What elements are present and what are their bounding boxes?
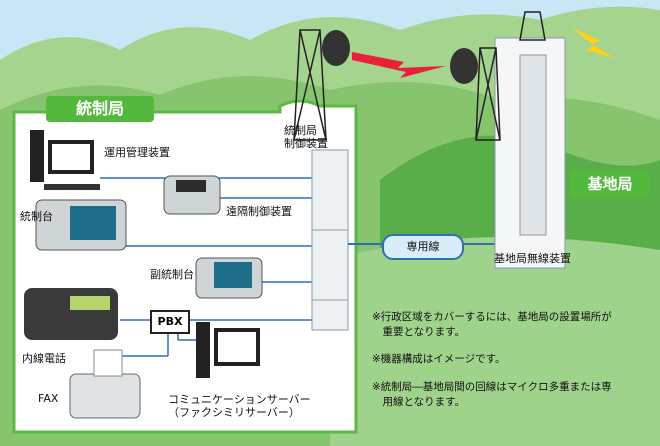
extension-phone-label: 内線電話 (22, 352, 66, 365)
console-icon (35, 199, 127, 251)
note-3-line-1: ※統制局―基地局間の回線はマイクロ多重または専 (372, 381, 612, 393)
front-hill (330, 237, 660, 446)
comm-server-label-2: （ファクシミリサーバー） (168, 406, 300, 419)
note-2: ※機器構成はイメージです。 (372, 352, 506, 367)
hq-title: 統制局 (46, 96, 154, 122)
base-station-title: 基地局 (570, 170, 650, 198)
fax-icon (69, 349, 141, 419)
control-unit-label-2: 制御装置 (284, 137, 328, 150)
antenna-tower-icon (475, 11, 546, 141)
note-1-line-2: 重要となります。 (372, 326, 466, 338)
hq-control-rack (311, 149, 349, 331)
desktop-pc-icon (196, 322, 260, 378)
note-3: ※統制局―基地局間の回線はマイクロ多重または専 用線となります。 (372, 380, 612, 410)
sub-console-label: 副統制台 (150, 268, 194, 281)
phone-icon (24, 288, 118, 340)
console-label: 統制台 (20, 210, 53, 223)
note-2-line-1: ※機器構成はイメージです。 (372, 353, 506, 365)
sub-console-icon (195, 257, 263, 299)
lightning-icon (352, 52, 446, 78)
antenna-tower-icon (293, 29, 327, 141)
remote-control-label: 遠隔制御装置 (226, 205, 292, 218)
comm-server-label-1: コミュニケーションサーバー (168, 393, 311, 406)
note-3-line-2: 用線となります。 (372, 396, 466, 408)
radio-unit-label: 基地局無線装置 (494, 252, 571, 265)
pbx-box: PBX (150, 310, 190, 334)
control-unit-label-1: 統制局 (284, 124, 317, 137)
leased-line-badge: 専用線 (382, 234, 464, 260)
note-1-line-1: ※行政区域をカバーするには、基地局の設置場所が (372, 311, 612, 323)
desktop-pc-icon (30, 130, 100, 190)
operation-manager-label: 運用管理装置 (104, 146, 170, 159)
lightning-icon (572, 28, 614, 58)
note-1: ※行政区域をカバーするには、基地局の設置場所が 重要となります。 (372, 310, 612, 340)
hq-panel (12, 99, 358, 434)
dish-antenna-icon (322, 30, 478, 84)
radio-rack (519, 54, 547, 236)
phone-icon (163, 175, 221, 215)
fax-label: FAX (38, 392, 59, 405)
